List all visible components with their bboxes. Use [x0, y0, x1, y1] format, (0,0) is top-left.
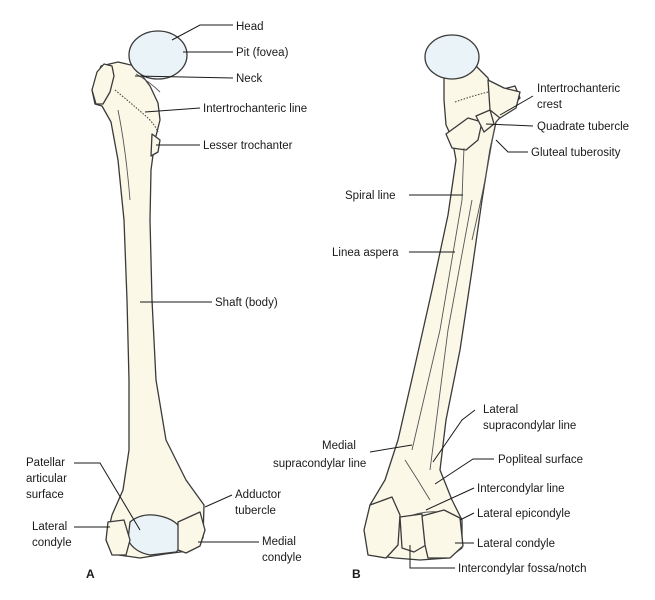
femur-b-medial-condyle — [363, 496, 401, 559]
leader-lines — [74, 24, 534, 569]
femur-b-linea-aspera-medial — [411, 199, 463, 451]
femur-a-lateral-condyle — [105, 519, 131, 556]
label-medial-condyle-2: condyle — [262, 552, 302, 564]
label-adductor-tubercle-1: Adductor — [235, 489, 281, 501]
femur-a-greater-trochanter — [91, 63, 115, 105]
label-pit-fovea: Pit (fovea) — [236, 47, 289, 59]
femur-a-shaft-ridge — [117, 109, 131, 201]
femur-a-outline — [91, 61, 205, 559]
label-lateral-epicondyle: Lateral epicondyle — [477, 508, 570, 520]
label-medial-supracondylar-2: supracondylar line — [273, 458, 366, 470]
femur-a-head — [128, 30, 188, 80]
femur-posterior-view — [363, 34, 521, 561]
label-intertrochanteric-crest-2: crest — [537, 99, 563, 111]
label-patellar-surface-1: Patellar — [26, 457, 65, 469]
label-intertrochanteric-line: Intertrochanteric line — [203, 103, 307, 115]
label-lateral-condyle-a-2: condyle — [32, 537, 72, 549]
label-medial-condyle-1: Medial — [262, 536, 296, 548]
femur-b-intercondylar-fossa — [399, 513, 427, 553]
label-head: Head — [236, 21, 264, 33]
label-popliteal-surface: Popliteal surface — [498, 454, 583, 466]
panel-label-a: A — [86, 567, 95, 581]
label-intertrochanteric-crest-1: Intertrochanteric — [537, 83, 620, 95]
label-lateral-condyle-b: Lateral condyle — [477, 538, 555, 550]
label-neck: Neck — [236, 73, 262, 85]
label-intercondylar-fossa: Intercondylar fossa/notch — [458, 563, 587, 575]
femur-b-gluteal-ridge — [471, 129, 495, 241]
femur-a-lesser-trochanter — [150, 133, 161, 157]
femur-a-neck-ridge — [135, 73, 161, 93]
label-medial-supracondylar-1: Medial — [322, 440, 356, 452]
label-patellar-surface-3: surface — [26, 489, 64, 501]
label-patellar-surface-2: articular — [26, 473, 67, 485]
femur-a-medial-condyle — [177, 511, 206, 554]
label-gluteal-tuberosity: Gluteal tuberosity — [531, 147, 621, 159]
label-lateral-condyle-a-1: Lateral — [32, 521, 67, 533]
femur-anterior-view — [91, 30, 206, 559]
label-lesser-trochanter: Lesser trochanter — [203, 140, 293, 152]
femur-b-lateral-condyle — [421, 509, 464, 559]
label-linea-aspera: Linea aspera — [332, 247, 399, 259]
femur-b-linea-aspera-lateral — [429, 199, 473, 471]
femur-b-outline — [364, 61, 521, 561]
label-quadrate-tubercle: Quadrate tubercle — [537, 121, 629, 133]
label-intercondylar-line: Intercondylar line — [477, 483, 565, 495]
panel-label-b: B — [352, 567, 361, 581]
label-spiral-line: Spiral line — [345, 190, 396, 202]
femur-b-lesser-trochanter — [445, 117, 483, 151]
label-shaft-body: Shaft (body) — [215, 297, 278, 309]
femur-a-intertrochanteric-hatch — [114, 89, 159, 133]
label-lateral-supracondylar-2: supracondylar line — [483, 420, 576, 432]
label-lateral-supracondylar-1: Lateral — [483, 404, 518, 416]
femur-b-popliteal-line — [404, 459, 431, 501]
femur-b-head — [424, 34, 480, 80]
label-adductor-tubercle-2: tubercle — [235, 505, 276, 517]
